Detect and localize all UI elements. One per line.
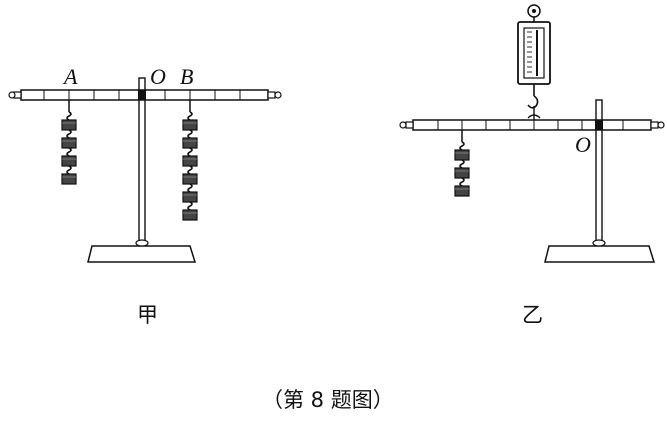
- lever-setup-left: A O B 甲: [8, 64, 282, 327]
- stand-base-right: [544, 245, 656, 263]
- weights-at-a: [61, 100, 77, 185]
- lever-setup-right: O 乙: [399, 4, 665, 327]
- weights-at-b: [182, 100, 198, 221]
- label-point-o-left: O: [150, 64, 166, 89]
- pivot-right: [595, 120, 603, 130]
- caption-right: 乙: [522, 303, 543, 327]
- spring-scale: [517, 4, 551, 120]
- lever-bar-right: [399, 119, 665, 131]
- figure-caption: （第 8 题图）: [262, 388, 394, 412]
- pivot-left: [138, 90, 146, 100]
- label-point-a: A: [62, 64, 78, 89]
- stand-rod-left: [138, 77, 146, 245]
- caption-left: 甲: [137, 303, 158, 327]
- label-point-b: B: [180, 64, 193, 89]
- stand-base-left: [87, 245, 197, 263]
- weights-right: [454, 130, 470, 197]
- label-point-o-right: O: [575, 132, 591, 157]
